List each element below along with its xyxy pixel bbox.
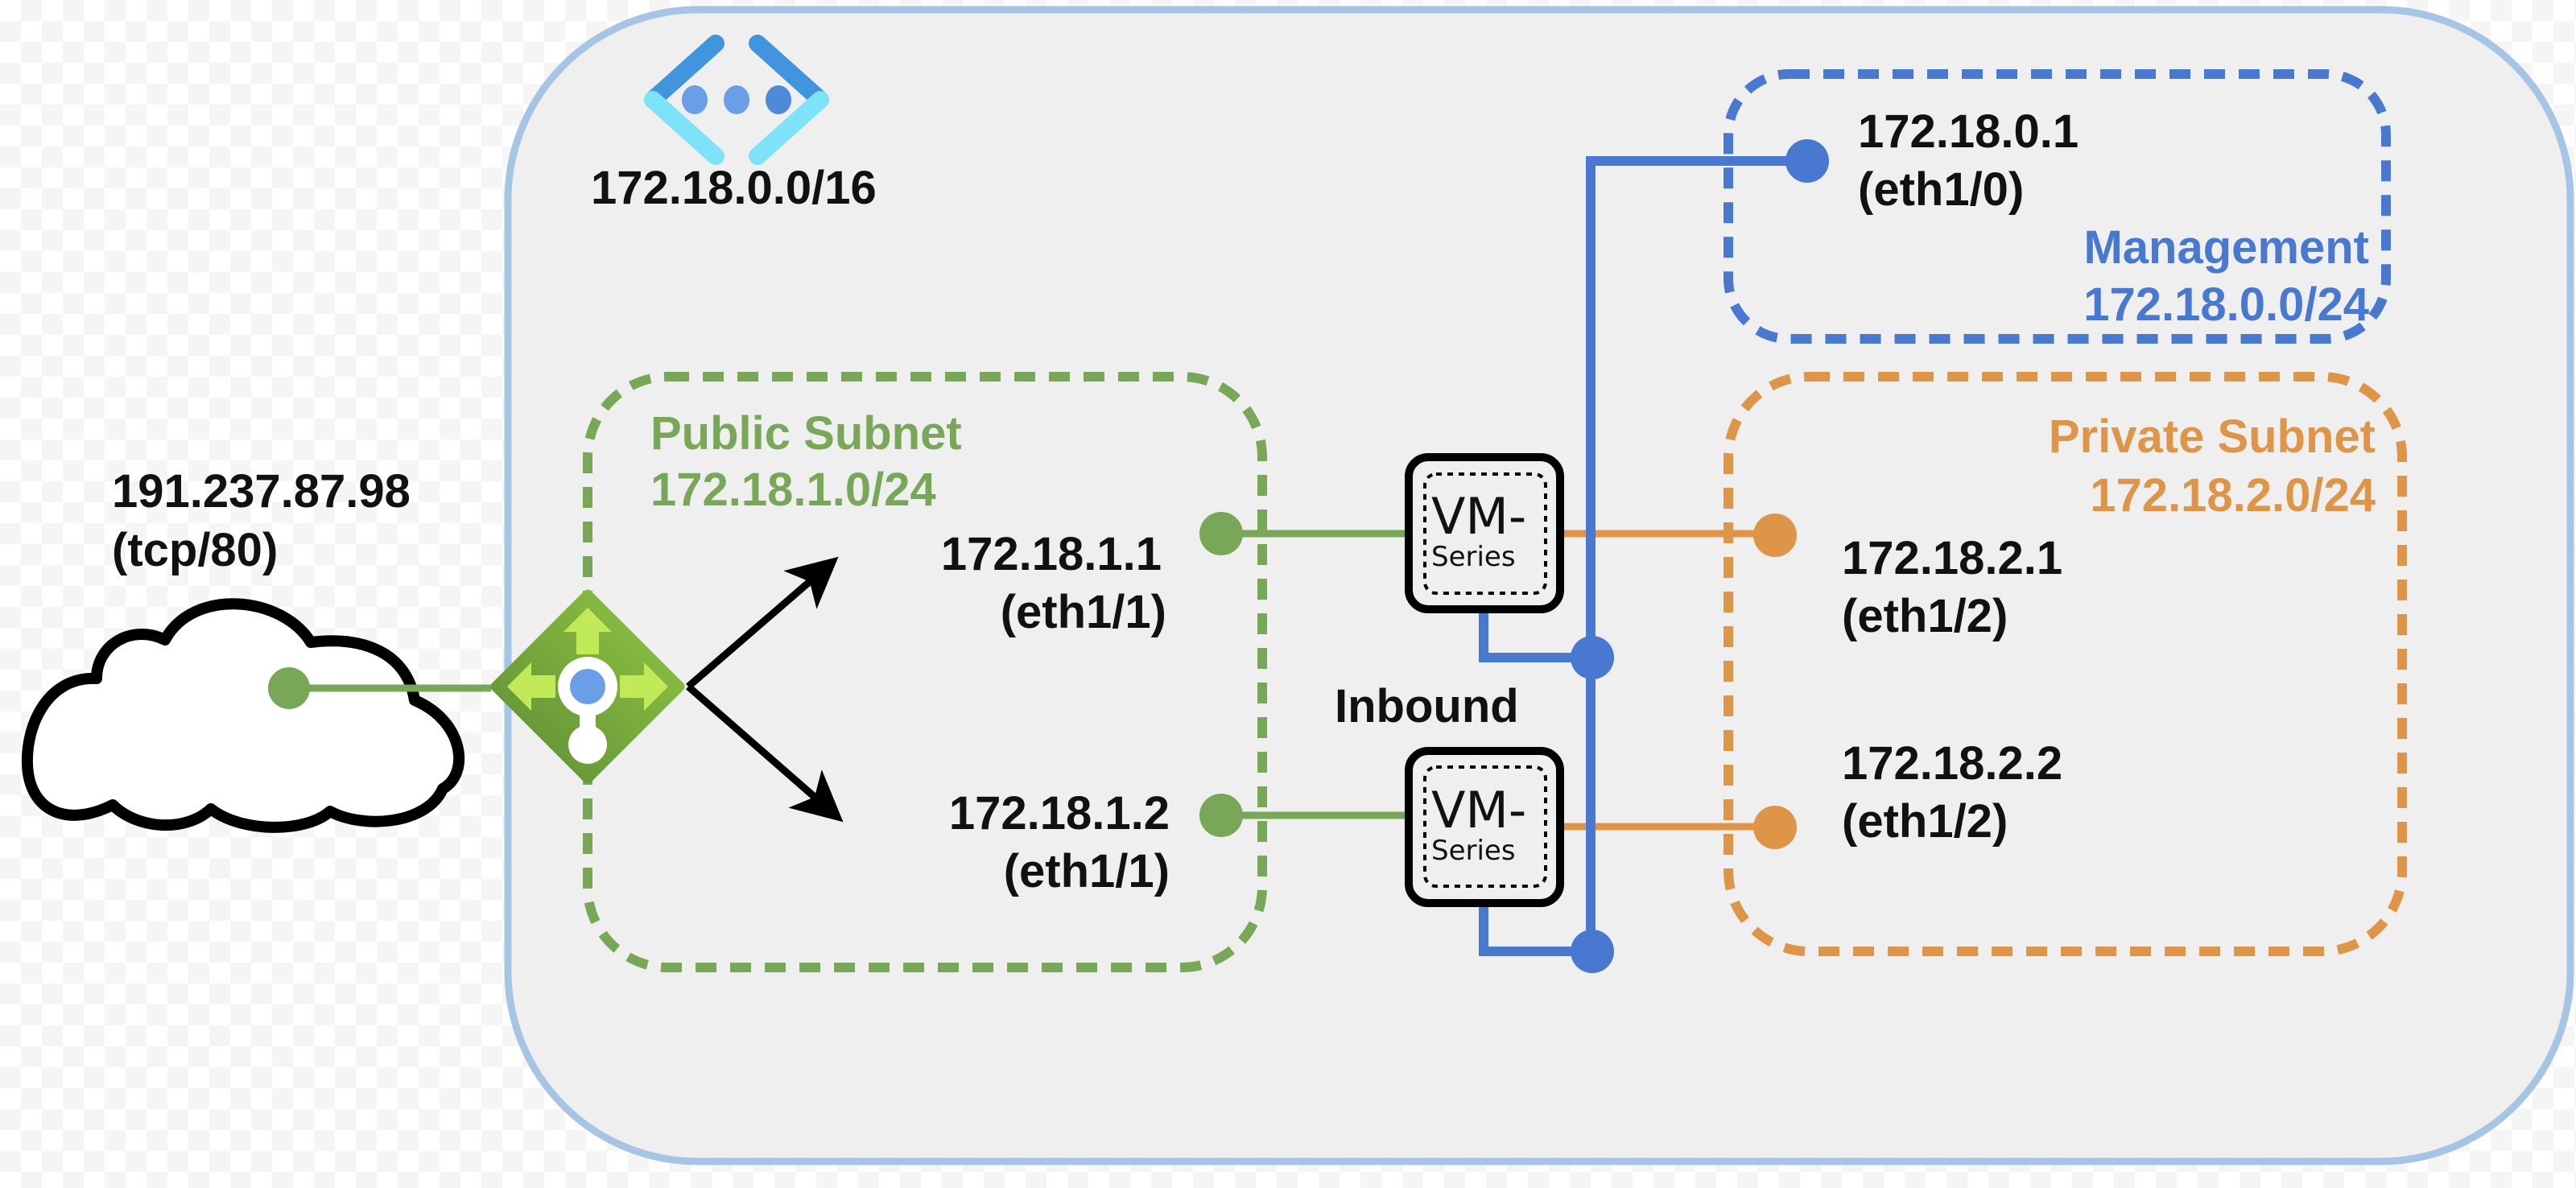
vm2-management-link (1479, 903, 1592, 956)
virtual-network-icon (644, 35, 829, 165)
management-title: Management (2083, 221, 2369, 274)
public-interface-1-port: (eth1/1) (1001, 586, 1166, 638)
private-interface-1-ip: 172.18.2.1 (1842, 532, 2062, 584)
firewall-2-outline (1405, 747, 1564, 907)
vm-series-firewall-2[interactable]: VM- Series (1405, 747, 1564, 907)
private-subnet-box (1724, 372, 2407, 956)
private-interface-2-ip: 172.18.2.2 (1842, 737, 2062, 790)
firewall-2-label-line2: Series (1431, 835, 1516, 867)
public-subnet-title: Public Subnet (650, 407, 962, 460)
private-subnet-title: Private Subnet (2049, 410, 2376, 463)
vm1-management-link (1479, 610, 1592, 662)
management-bus (1586, 156, 1807, 951)
lb-arrow-upper (686, 556, 839, 690)
management-cidr: 172.18.0.0/24 (2083, 278, 2369, 331)
firewall-1-label-line2: Series (1431, 541, 1516, 573)
public-interface-2-dot[interactable] (1199, 794, 1243, 837)
public-subnet-cidr: 172.18.1.0/24 (650, 464, 936, 516)
firewall-2-inner-outline (1423, 765, 1547, 888)
management-interface-port: (eth1/0) (1858, 163, 2024, 216)
vm2-management-dot[interactable] (1571, 930, 1614, 973)
management-interface-ip: 172.18.0.1 (1858, 105, 2079, 158)
vm-series-firewall-1[interactable]: VM- Series (1405, 453, 1564, 613)
vnet-cidr-label: 172.18.0.0/16 (591, 162, 877, 214)
public-interface-1-ip: 172.18.1.1 (941, 528, 1162, 580)
management-interface-dot[interactable] (1785, 139, 1829, 183)
private-interface-1-dot[interactable] (1753, 514, 1797, 557)
management-subnet-box (1724, 69, 2391, 344)
public-interface-1-dot[interactable] (1199, 512, 1243, 555)
cloud-icon (21, 598, 465, 833)
firewall-2-label-line1: VM- (1431, 781, 1526, 839)
firewall-1-label-line1: VM- (1431, 487, 1526, 546)
firewall-1-inner-outline (1423, 472, 1547, 595)
internet-port-label: (tcp/80) (112, 524, 278, 576)
vm1-management-dot[interactable] (1571, 636, 1614, 679)
traffic-direction-label: Inbound (1335, 680, 1519, 732)
public-interface-2-ip: 172.18.1.2 (949, 787, 1170, 839)
private-interface-1-port: (eth1/2) (1842, 590, 2008, 642)
load-balancer-icon[interactable] (489, 588, 687, 786)
internet-ip-label: 191.237.87.98 (112, 465, 411, 518)
private-interface-2-port: (eth1/2) (1842, 795, 2008, 848)
public-interface-2-port: (eth1/1) (1004, 845, 1170, 897)
firewall-1-outline (1405, 453, 1564, 613)
internet-endpoint-dot[interactable] (268, 667, 310, 709)
private-subnet-cidr: 172.18.2.0/24 (2090, 469, 2376, 522)
private-interface-2-dot[interactable] (1753, 806, 1797, 849)
lb-arrow-lower (686, 683, 844, 823)
